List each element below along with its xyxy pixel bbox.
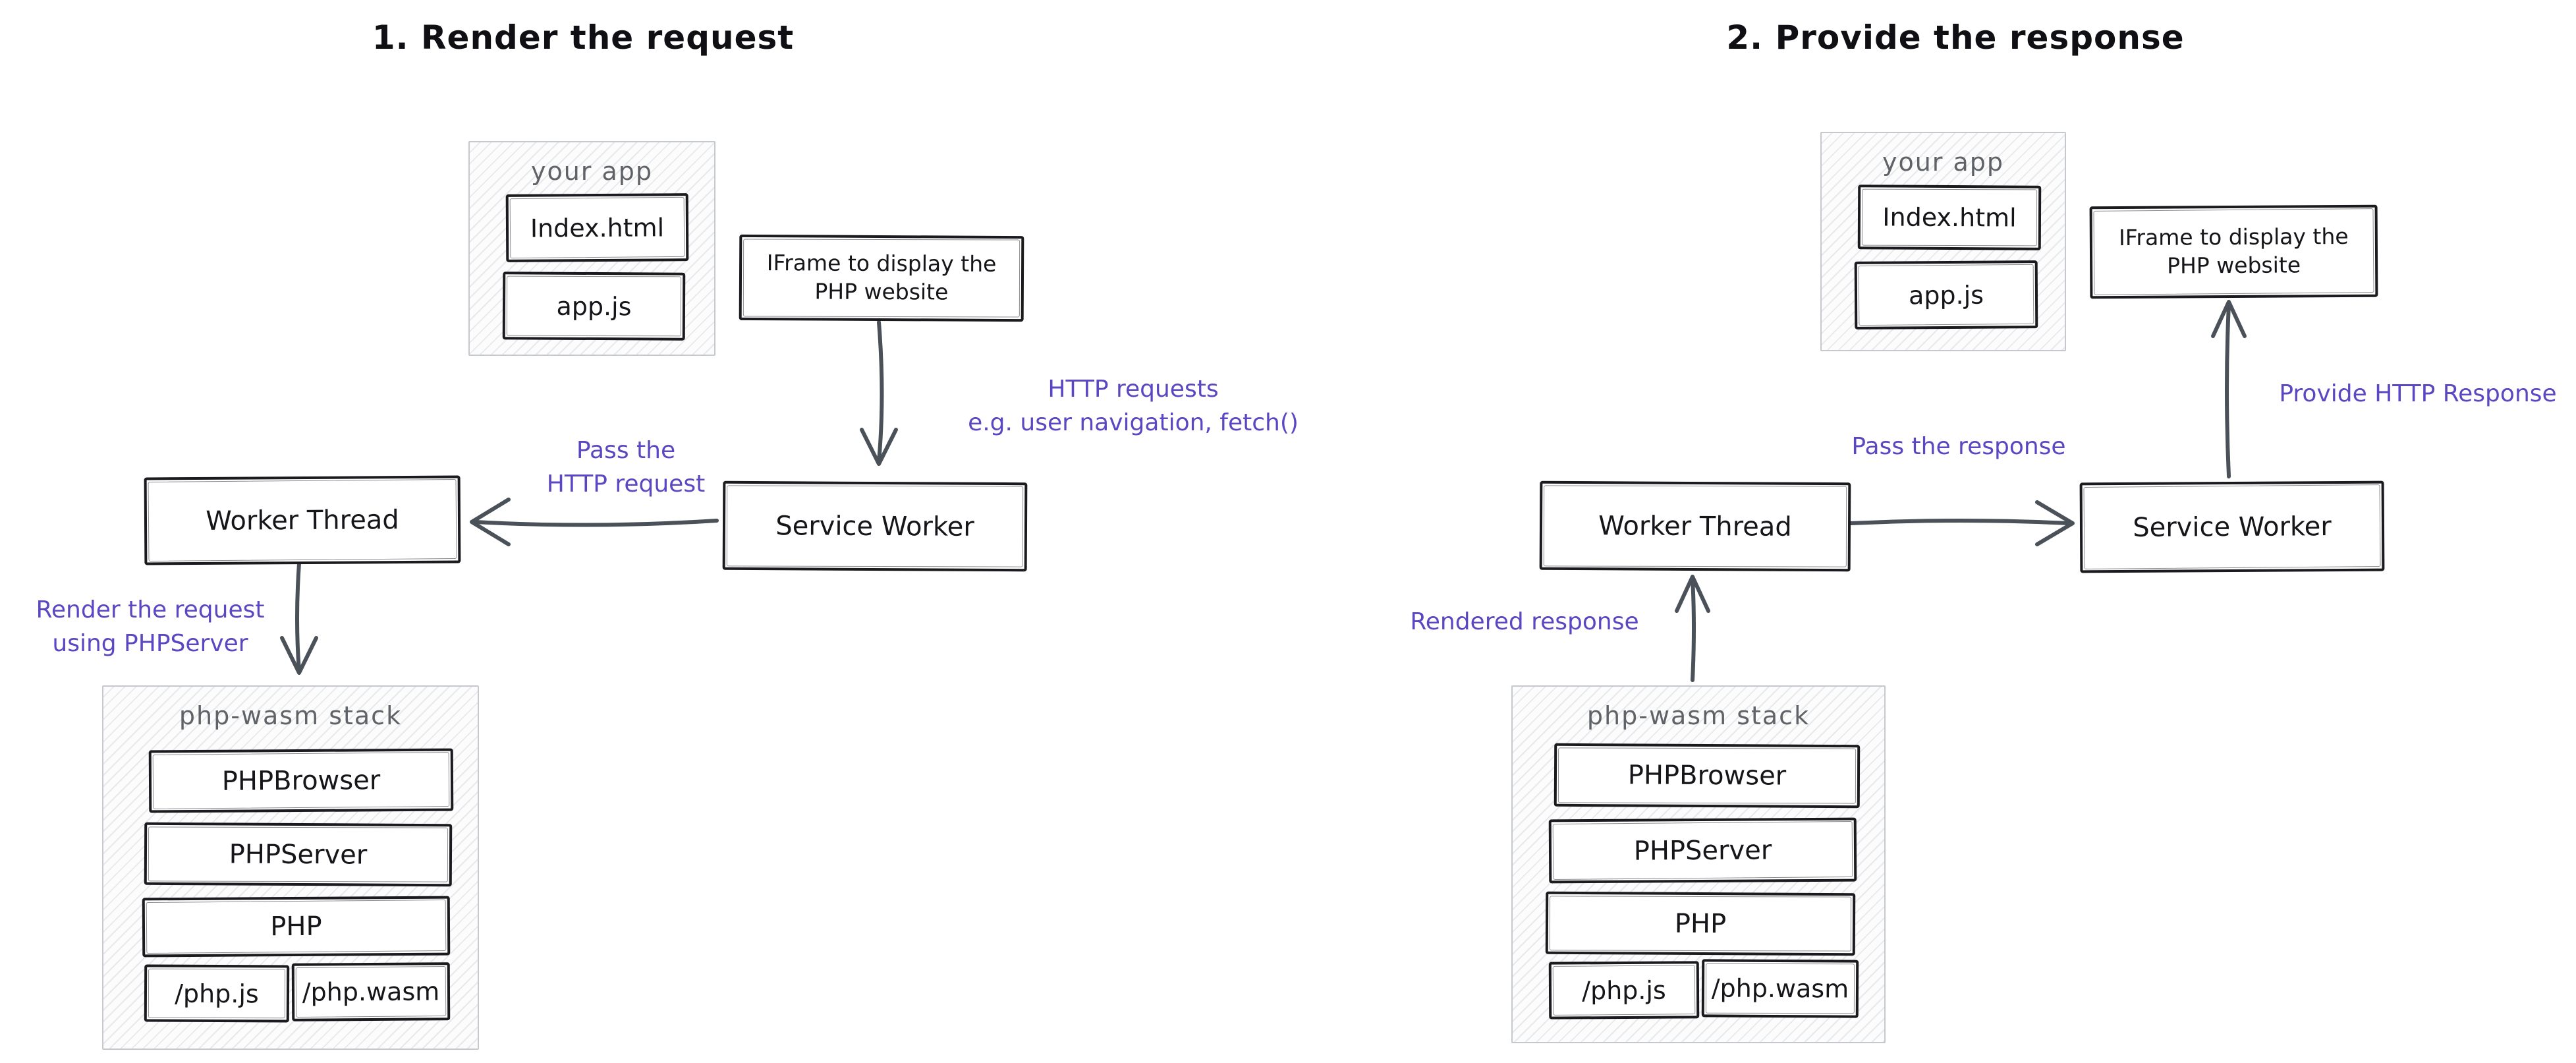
- index-html-box: Index.html: [1857, 185, 2042, 250]
- php-wasm-stack-label: php-wasm stack: [179, 701, 403, 730]
- arrowhead-up-icon: [2211, 300, 2247, 338]
- service-worker-box: Service Worker: [722, 480, 1028, 572]
- index-html-box: Index.html: [505, 193, 689, 262]
- php-js-box: /php.js: [1548, 961, 1700, 1020]
- your-app-group-left: your app Index.html app.js: [468, 141, 715, 356]
- php-wasm-stack-group-right: php-wasm stack PHPBrowser PHPServer PHP …: [1511, 685, 1886, 1043]
- arrow-service-worker-to-worker-thread: [474, 519, 719, 527]
- app-js-box: app.js: [502, 272, 686, 341]
- phpserver-box: PHPServer: [144, 822, 453, 887]
- php-box: PHP: [1545, 891, 1856, 956]
- php-js-box: /php.js: [144, 964, 290, 1023]
- iframe-box-line2: PHP website: [814, 278, 949, 305]
- iframe-box: IFrame to display the PHP website: [739, 234, 1024, 322]
- pass-the-response-label: Pass the response: [1851, 433, 2066, 460]
- provide-http-response-label: Provide HTTP Response: [2279, 380, 2557, 407]
- php-wasm-box: /php.wasm: [291, 962, 451, 1021]
- phpserver-box: PHPServer: [1548, 817, 1857, 884]
- iframe-box-line1: IFrame to display the: [766, 250, 997, 277]
- phpbrowser-box: PHPBrowser: [1554, 743, 1861, 809]
- arrow-stack-to-worker-thread: [1691, 577, 1696, 682]
- app-js-box: app.js: [1854, 260, 2038, 330]
- http-requests-label: HTTP requests e.g. user navigation, fetc…: [955, 372, 1311, 440]
- php-wasm-box: /php.wasm: [1701, 959, 1859, 1018]
- pass-http-request-line1: Pass the: [576, 437, 676, 464]
- your-app-group-label: your app: [1882, 148, 2005, 177]
- pass-http-request-line2: HTTP request: [546, 471, 706, 498]
- pass-http-request-label: Pass the HTTP request: [514, 434, 738, 501]
- php-box: PHP: [142, 896, 451, 958]
- rendered-response-label: Rendered response: [1410, 608, 1639, 635]
- render-request-line2: using PHPServer: [52, 630, 248, 658]
- arrowhead-left-icon: [470, 498, 511, 546]
- arrow-worker-thread-to-stack: [295, 561, 301, 673]
- php-wasm-stack-group-left: php-wasm stack PHPBrowser PHPServer PHP …: [102, 685, 479, 1050]
- arrow-worker-thread-to-service-worker: [1849, 519, 2071, 525]
- http-requests-line2: e.g. user navigation, fetch(): [968, 409, 1299, 437]
- render-request-line1: Render the request: [36, 596, 265, 623]
- worker-thread-box: Worker Thread: [1539, 480, 1851, 572]
- arrow-service-worker-to-iframe: [2225, 302, 2231, 478]
- http-requests-line1: HTTP requests: [1048, 376, 1219, 403]
- phpbrowser-box: PHPBrowser: [148, 748, 454, 813]
- left-diagram-title: 1. Render the request: [372, 18, 795, 57]
- iframe-box: IFrame to display the PHP website: [2089, 204, 2378, 299]
- right-diagram-title: 2. Provide the response: [1726, 18, 2185, 57]
- iframe-box-line1: IFrame to display the: [2118, 223, 2349, 251]
- worker-thread-box: Worker Thread: [144, 475, 461, 565]
- your-app-group-right: your app Index.html app.js: [1820, 132, 2066, 351]
- arrowhead-up-icon: [1675, 575, 1710, 613]
- service-worker-box: Service Worker: [2079, 480, 2385, 573]
- php-wasm-stack-label: php-wasm stack: [1586, 701, 1810, 730]
- render-request-label: Render the request using PHPServer: [12, 593, 289, 660]
- arrowhead-down-icon: [860, 428, 898, 466]
- arrow-iframe-to-service-worker: [877, 320, 884, 463]
- iframe-box-line2: PHP website: [2167, 252, 2301, 279]
- arrowhead-right-icon: [2035, 500, 2075, 546]
- your-app-group-label: your app: [530, 157, 654, 186]
